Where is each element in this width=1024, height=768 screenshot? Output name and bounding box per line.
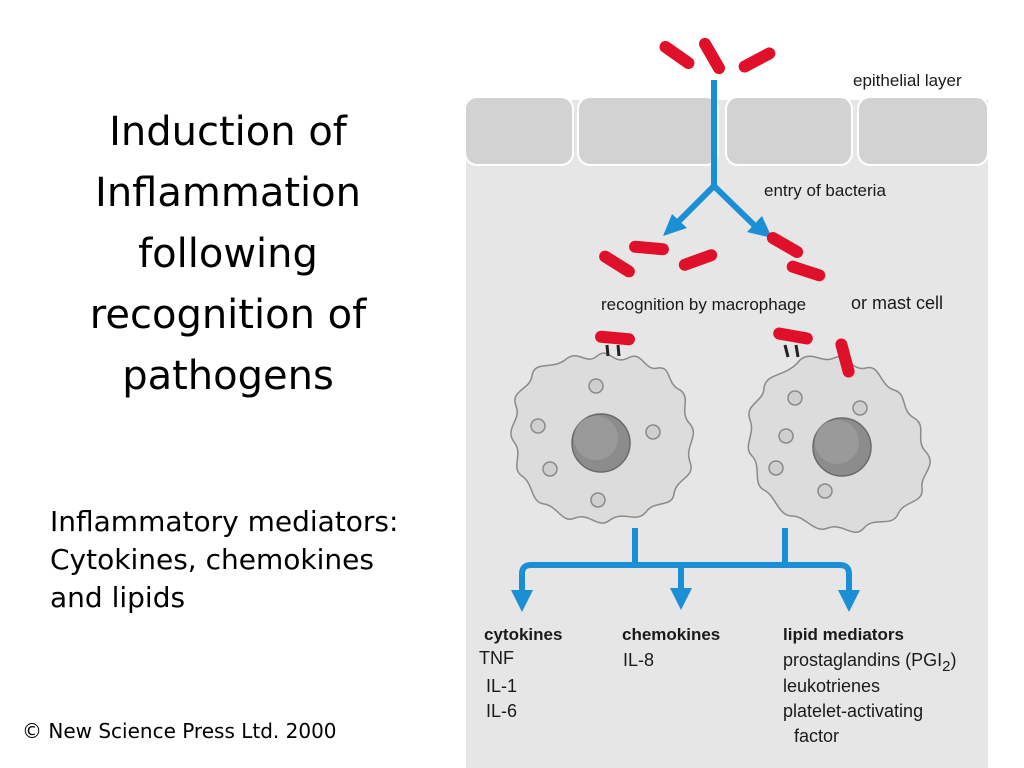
bacteria-top	[657, 35, 778, 77]
macrophage-cell	[510, 352, 695, 524]
arrowhead	[747, 216, 772, 238]
granules	[530, 378, 661, 508]
prostaglandins-text: prostaglandins (PGI	[783, 650, 942, 670]
mediator-arrows	[519, 528, 852, 594]
bacterium	[736, 45, 778, 75]
cytokine-item: IL-6	[486, 701, 517, 721]
mediators-line: Cytokines, chemokines	[50, 543, 374, 576]
cytokine-item: IL-1	[486, 676, 517, 696]
epithelial-cell	[577, 96, 719, 166]
cytokines-column: cytokines TNF IL-1 IL-6	[479, 625, 562, 721]
epithelial-layer	[464, 96, 989, 166]
nucleus-highlight	[815, 420, 859, 464]
title-line: recognition of	[89, 292, 367, 338]
prostaglandins-close: )	[950, 650, 956, 670]
lipid-item: platelet-activating	[783, 701, 923, 721]
epithelial-cell	[857, 96, 989, 166]
arrowhead	[838, 590, 860, 612]
title-line: following	[138, 231, 318, 277]
epithelial-cell	[725, 96, 853, 166]
entry-arrow	[675, 80, 757, 228]
entry-of-bacteria-label: entry of bacteria	[764, 181, 886, 200]
arrowhead	[511, 590, 533, 612]
chemokines-heading: chemokines	[622, 625, 720, 644]
pgi-subscript: 2	[942, 658, 950, 675]
recognition-label: recognition by macrophage	[601, 295, 806, 314]
granules	[768, 390, 868, 499]
chemokine-item: IL-8	[623, 650, 654, 670]
mediators-line: and lipids	[50, 581, 186, 614]
lipid-mediators-column: lipid mediators prostaglandins (PGI2) le…	[783, 625, 956, 746]
lipid-item: factor	[794, 726, 839, 746]
lipid-item-prostaglandins: prostaglandins (PGI2)	[783, 650, 956, 675]
lipid-item: leukotrienes	[783, 676, 880, 696]
epithelial-layer-label: epithelial layer	[853, 71, 962, 90]
title-line: Inflammation	[95, 170, 361, 216]
arrowhead	[663, 214, 687, 236]
lipid-mediators-heading: lipid mediators	[783, 625, 904, 644]
nucleus-highlight	[574, 416, 618, 460]
receptor-bound-bacterium	[772, 326, 856, 379]
title-line: Induction of	[109, 109, 347, 155]
mediators-line: Inflammatory mediators:	[50, 505, 399, 538]
copyright-notice: © New Science Press Ltd. 2000	[22, 719, 337, 743]
cytokines-heading: cytokines	[484, 625, 562, 644]
slide-title: Induction of Inflammation following reco…	[38, 102, 418, 407]
chemokines-column: chemokines IL-8	[622, 625, 720, 670]
bacterium	[657, 38, 697, 72]
cytokine-item: TNF	[479, 648, 514, 668]
bacterium	[696, 35, 728, 77]
or-mast-cell-label: or mast cell	[851, 293, 943, 313]
title-line: pathogens	[122, 353, 334, 399]
receptor-bound-bacterium	[594, 330, 636, 357]
epithelial-cell	[464, 96, 574, 166]
mediators-text: Inflammatory mediators: Cytokines, chemo…	[50, 503, 470, 617]
mast-cell	[747, 355, 931, 533]
arrowhead	[670, 588, 692, 610]
